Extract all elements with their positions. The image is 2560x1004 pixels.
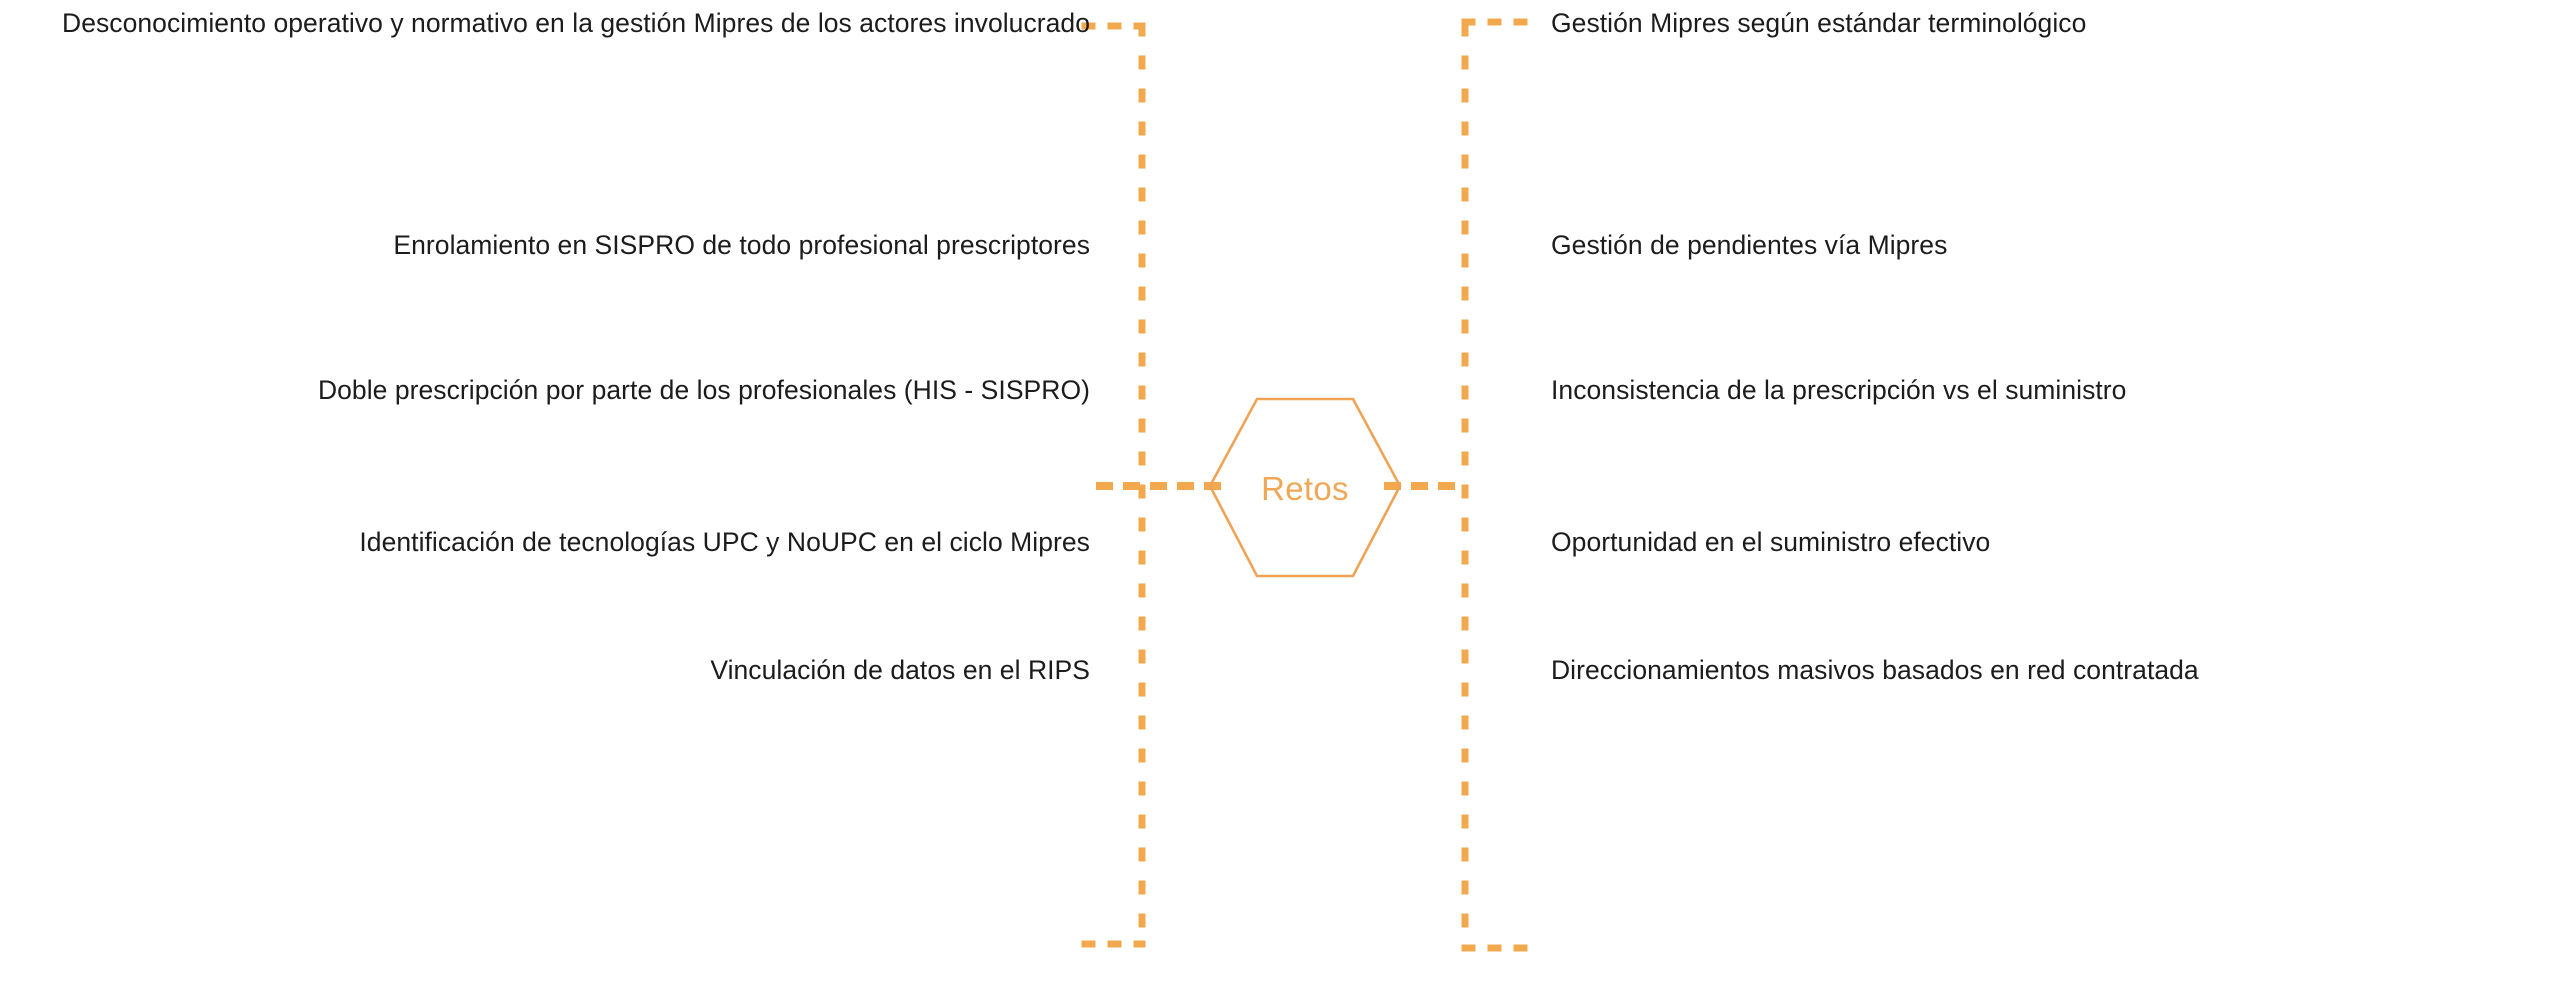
center-node[interactable]: Retos [1200,386,1410,591]
branch-label-left-4[interactable]: Vinculación de datos en el RIPS [710,655,1090,685]
branch-label-right-2[interactable]: Inconsistencia de la prescripción vs el … [1551,375,2127,405]
branch-label-right-1[interactable]: Gestión de pendientes vía Mipres [1551,230,1948,260]
center-node-label: Retos [1261,469,1349,507]
branch-label-right-3[interactable]: Oportunidad en el suministro efectivo [1551,527,1991,557]
branch-label-left-3[interactable]: Identificación de tecnologías UPC y NoUP… [359,527,1090,557]
branch-label-left-0[interactable]: Desconocimiento operativo y normativo en… [62,8,1090,38]
branch-label-right-0[interactable]: Gestión Mipres según estándar terminológ… [1551,8,2087,38]
branch-label-left-2[interactable]: Doble prescripción por parte de los prof… [317,375,1090,405]
branch-label-right-4[interactable]: Direccionamientos masivos basados en red… [1551,655,2199,685]
hexagon-icon [1208,397,1402,578]
branch-label-left-1[interactable]: Enrolamiento en SISPRO de todo profesion… [393,230,1090,260]
